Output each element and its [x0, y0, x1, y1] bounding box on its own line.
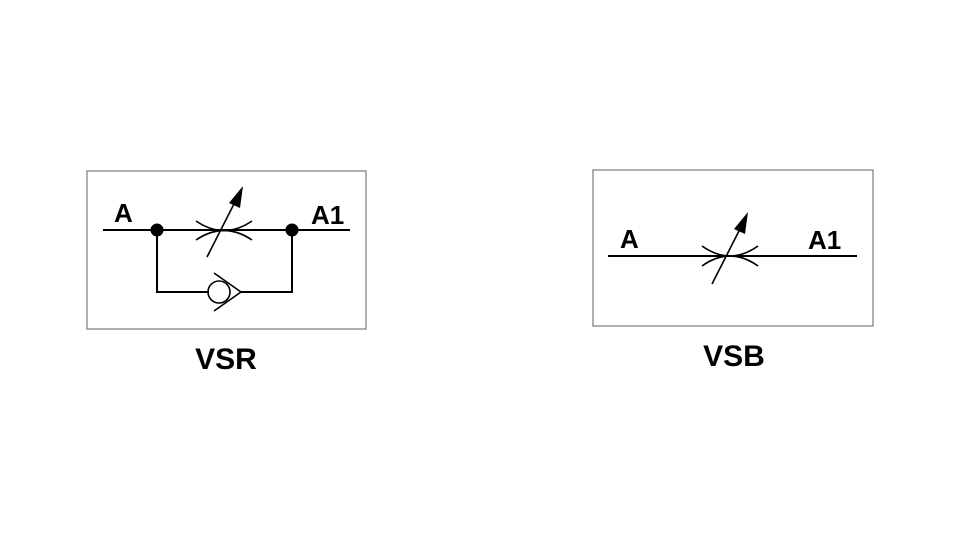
vsr-check-valve-icon [207, 272, 243, 312]
vsb-caption: VSB [703, 340, 765, 373]
vsr-adjustable-throttle-icon [195, 186, 253, 258]
vsr-port-out-label: A1 [311, 200, 344, 230]
vsb-adjustable-throttle-icon [701, 212, 759, 285]
vsr-caption: VSR [195, 343, 257, 376]
vsr-diagram: A A1 VSR [86, 170, 367, 376]
vsb-port-out-label: A1 [808, 225, 841, 255]
vsb-diagram: A A1 VSB [592, 169, 874, 373]
vsr-port-in-label: A [114, 198, 133, 228]
vsr-bypass-right [241, 230, 293, 293]
vsb-frame [592, 169, 874, 327]
vsr-frame [86, 170, 367, 330]
vsr-bypass-left [156, 230, 209, 293]
vsb-port-in-label: A [620, 224, 639, 254]
